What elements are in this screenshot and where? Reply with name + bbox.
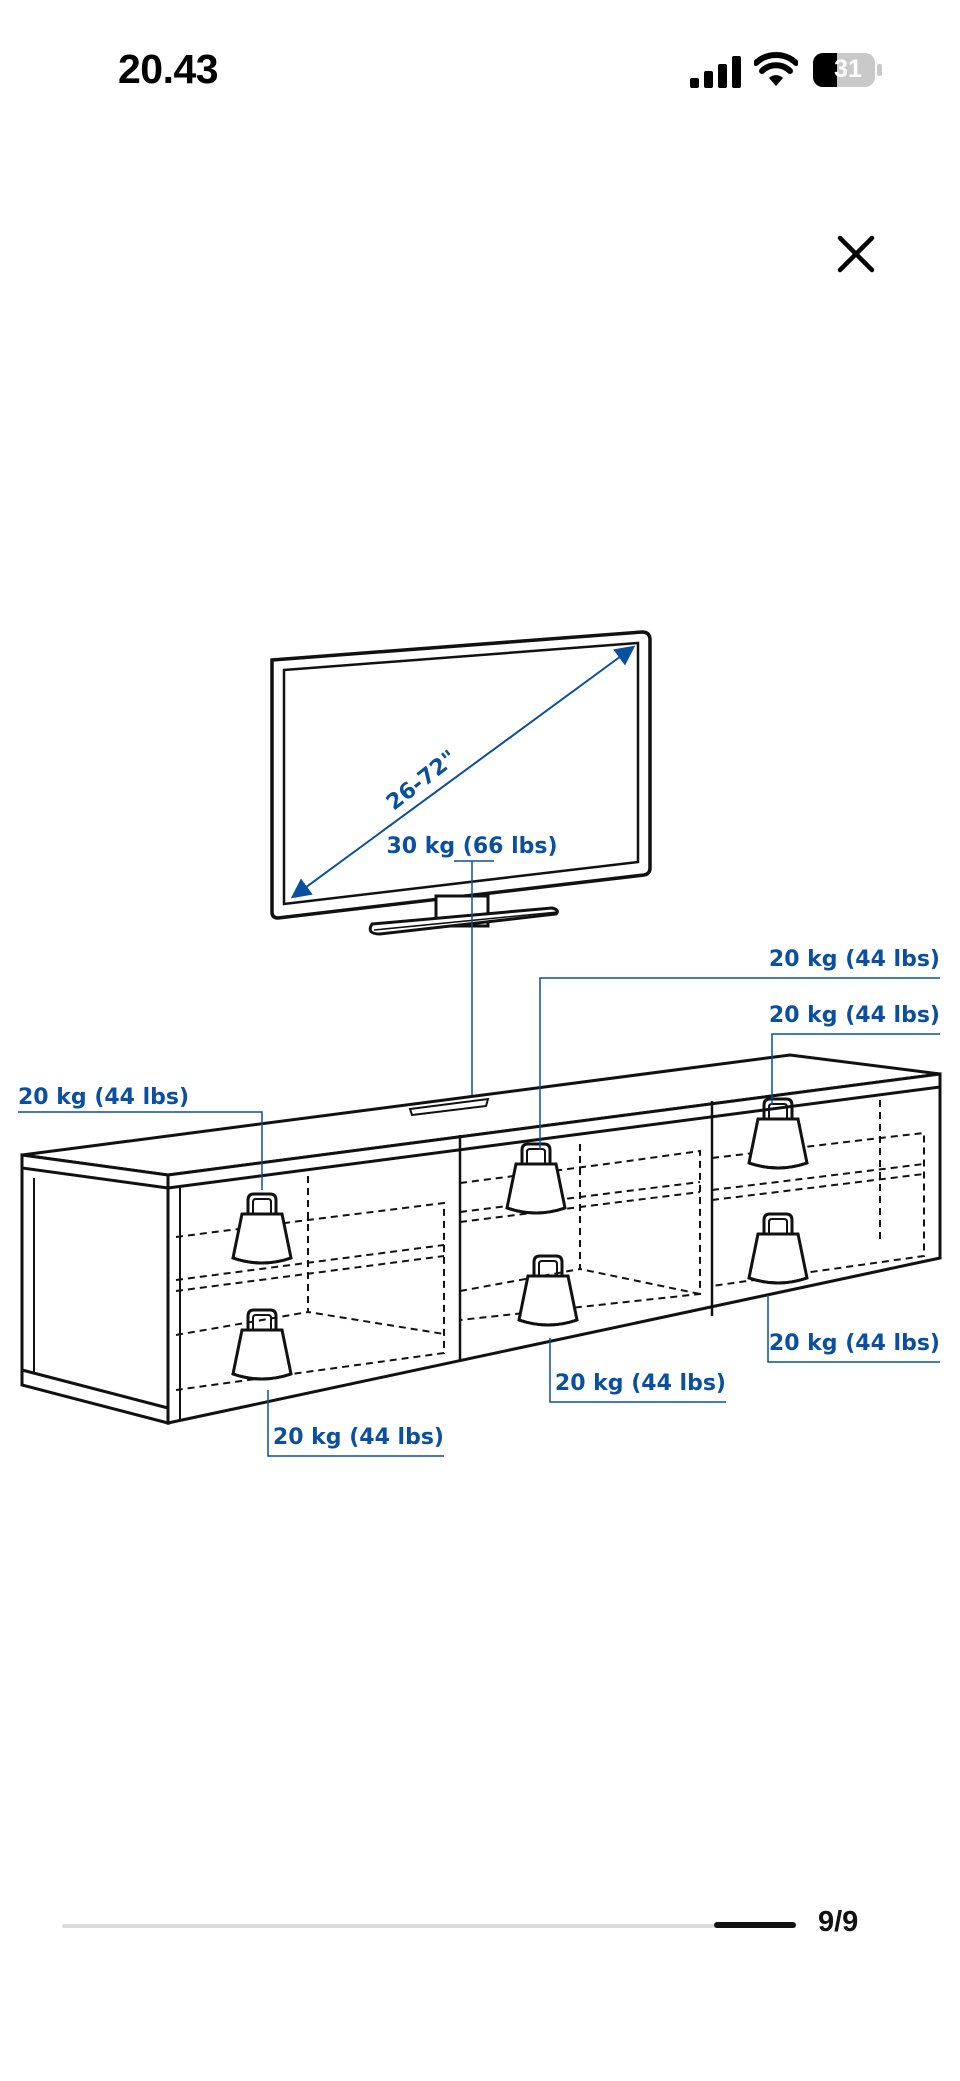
image-progress-fill xyxy=(714,1922,796,1928)
battery-icon xyxy=(813,53,882,87)
spec-labels: 26-72" 30 kg (66 lbs) 20 kg (44 lbs) 20 … xyxy=(18,746,940,1450)
shelf-weight-label-top-left: 20 kg (44 lbs) xyxy=(18,1085,189,1110)
shelf-weight-label-top-right: 20 kg (44 lbs) xyxy=(769,1003,940,1028)
status-bar: 20.43 31 xyxy=(0,0,960,140)
inner-shelves xyxy=(175,1100,925,1391)
close-icon[interactable] xyxy=(826,224,886,284)
battery-level: 31 xyxy=(834,55,862,83)
status-time: 20.43 xyxy=(118,46,219,92)
cellular-signal-icon xyxy=(690,56,741,88)
tv-drawing xyxy=(270,630,652,1119)
product-illustration: 26-72" 30 kg (66 lbs) 20 kg (44 lbs) 20 … xyxy=(18,630,942,1457)
image-progress-track[interactable] xyxy=(62,1924,796,1928)
shelf-weight-label-top-middle: 20 kg (44 lbs) xyxy=(769,947,940,972)
tv-weight-label: 30 kg (66 lbs) xyxy=(386,834,557,859)
page-counter: 9/9 xyxy=(818,1906,859,1938)
leader-lines xyxy=(18,977,940,1457)
wifi-icon xyxy=(754,52,798,86)
shelf-weight-label-bottom-left: 20 kg (44 lbs) xyxy=(273,1425,444,1450)
shelf-weight-label-bottom-middle: 20 kg (44 lbs) xyxy=(555,1371,726,1396)
shelf-weight-label-bottom-right: 20 kg (44 lbs) xyxy=(769,1331,940,1356)
tv-bench-drawing xyxy=(20,1053,942,1425)
